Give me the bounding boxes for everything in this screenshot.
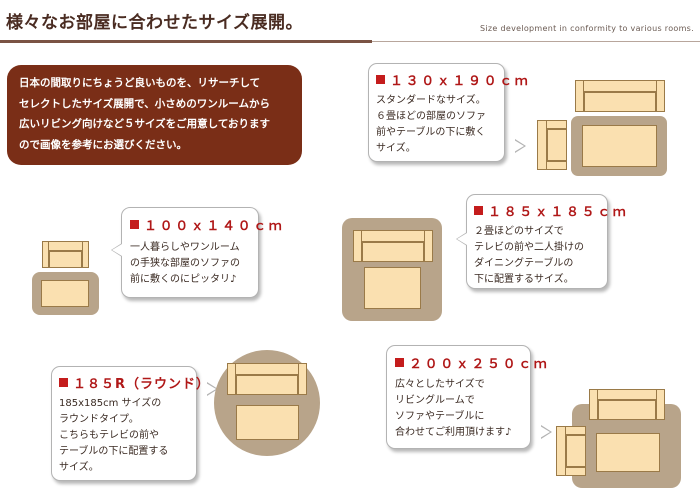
intro-box: 日本の間取りにちょうど良いものを、リサーチして セレクトしたサイズ展開で、小さめ… — [7, 65, 302, 165]
size-130x190-heading: １３０ｘ１９０ｃｍ — [376, 70, 528, 89]
red-square-icon — [130, 220, 139, 229]
size-200x250-desc: リビングルームで — [395, 395, 475, 406]
size-100x140-bubble: １００ｘ１４０ｃｍ 一人暮らしやワンルーム の手狭な部屋のソファの 前に敷くのに… — [111, 207, 282, 298]
sofa-icon — [556, 426, 586, 476]
size-130x190-desc: ６畳ほどの部屋のソファ — [376, 111, 486, 122]
size-200x250-bubble: ２００ｘ２５０ｃｍ 広々としたサイズで リビングルームで ソファやテーブルに 合… — [386, 345, 552, 449]
sofa-icon — [575, 80, 665, 112]
size-185r-desc: こちらもテレビの前や — [59, 430, 159, 441]
size-185r-heading: １８５R（ラウンド） — [59, 373, 209, 392]
size-130x190-desc: スタンダードなサイズ。 — [376, 95, 486, 106]
page-subtitle: Size development in conformity to variou… — [480, 24, 694, 33]
table — [236, 405, 299, 440]
size-200x250-desc: 広々としたサイズで — [395, 379, 485, 390]
size-130x190-bubble: １３０ｘ１９０ｃｍ スタンダードなサイズ。 ６畳ほどの部屋のソファ 前やテーブル… — [368, 63, 528, 162]
size-185r-desc: テーブルの下に配置する — [59, 446, 169, 457]
size-185r-desc: ラウンドタイプ。 — [59, 414, 139, 425]
table — [596, 433, 660, 472]
intro-line: セレクトしたサイズ展開で、小さめのワンルームから — [19, 97, 270, 110]
red-square-icon — [376, 75, 385, 84]
sofa-icon — [42, 241, 89, 268]
table — [364, 267, 421, 309]
sofa-icon — [353, 230, 433, 262]
header-rule-thin — [372, 41, 700, 42]
size-100x140-desc: の手狭な部屋のソファの — [130, 258, 240, 269]
intro-line: 広いリビング向けなど５サイズをご用意しております — [19, 118, 271, 130]
sofa-icon — [227, 363, 307, 395]
size-185x185-desc: ダイニングテーブルの — [474, 258, 574, 269]
red-square-icon — [395, 358, 404, 367]
table — [41, 280, 89, 307]
size-100x140-heading: １００ｘ１４０ｃｍ — [130, 215, 282, 234]
size-200x250-desc: ソファやテーブルに — [395, 411, 485, 422]
size-185r-desc: サイズ。 — [59, 462, 99, 473]
size-185x185-desc: 下に配置するサイズ。 — [474, 274, 574, 285]
size-100x140-desc: 一人暮らしやワンルーム — [130, 242, 240, 253]
size-185r-desc: 185x185cm サイズの — [59, 398, 162, 409]
size-200x250-heading: ２００ｘ２５０ｃｍ — [395, 353, 547, 372]
size-200x250-desc: 合わせてご利用頂けます♪ — [395, 427, 512, 438]
header-rule — [0, 40, 372, 43]
red-square-icon — [474, 206, 483, 215]
size-185x185-desc: テレビの前や二人掛けの — [474, 242, 584, 253]
size-185r-bubble: １８５R（ラウンド） 185x185cm サイズの ラウンドタイプ。 こちらもテ… — [51, 366, 218, 481]
size-185x185-bubble: １８５ｘ１８５ｃｍ ２畳ほどのサイズで テレビの前や二人掛けの ダイニングテーブ… — [456, 194, 626, 289]
size-100x140-desc: 前に敷くのにピッタリ♪ — [130, 274, 237, 285]
size-130x190-desc: サイズ。 — [376, 143, 416, 154]
sofa-icon — [589, 389, 665, 420]
red-square-icon — [59, 378, 68, 387]
size-185x185-desc: ２畳ほどのサイズで — [474, 226, 564, 237]
page-title: 様々なお部屋に合わせたサイズ展開。 — [6, 13, 303, 33]
size-130x190-desc: 前やテーブルの下に敷く — [376, 127, 486, 138]
size-185x185-heading: １８５ｘ１８５ｃｍ — [474, 201, 626, 220]
intro-line: 日本の間取りにちょうど良いものを、リサーチして — [19, 77, 261, 89]
table — [582, 125, 657, 167]
intro-line: ので画像を参考にお選びください。 — [19, 138, 187, 151]
sofa-icon — [537, 120, 567, 170]
